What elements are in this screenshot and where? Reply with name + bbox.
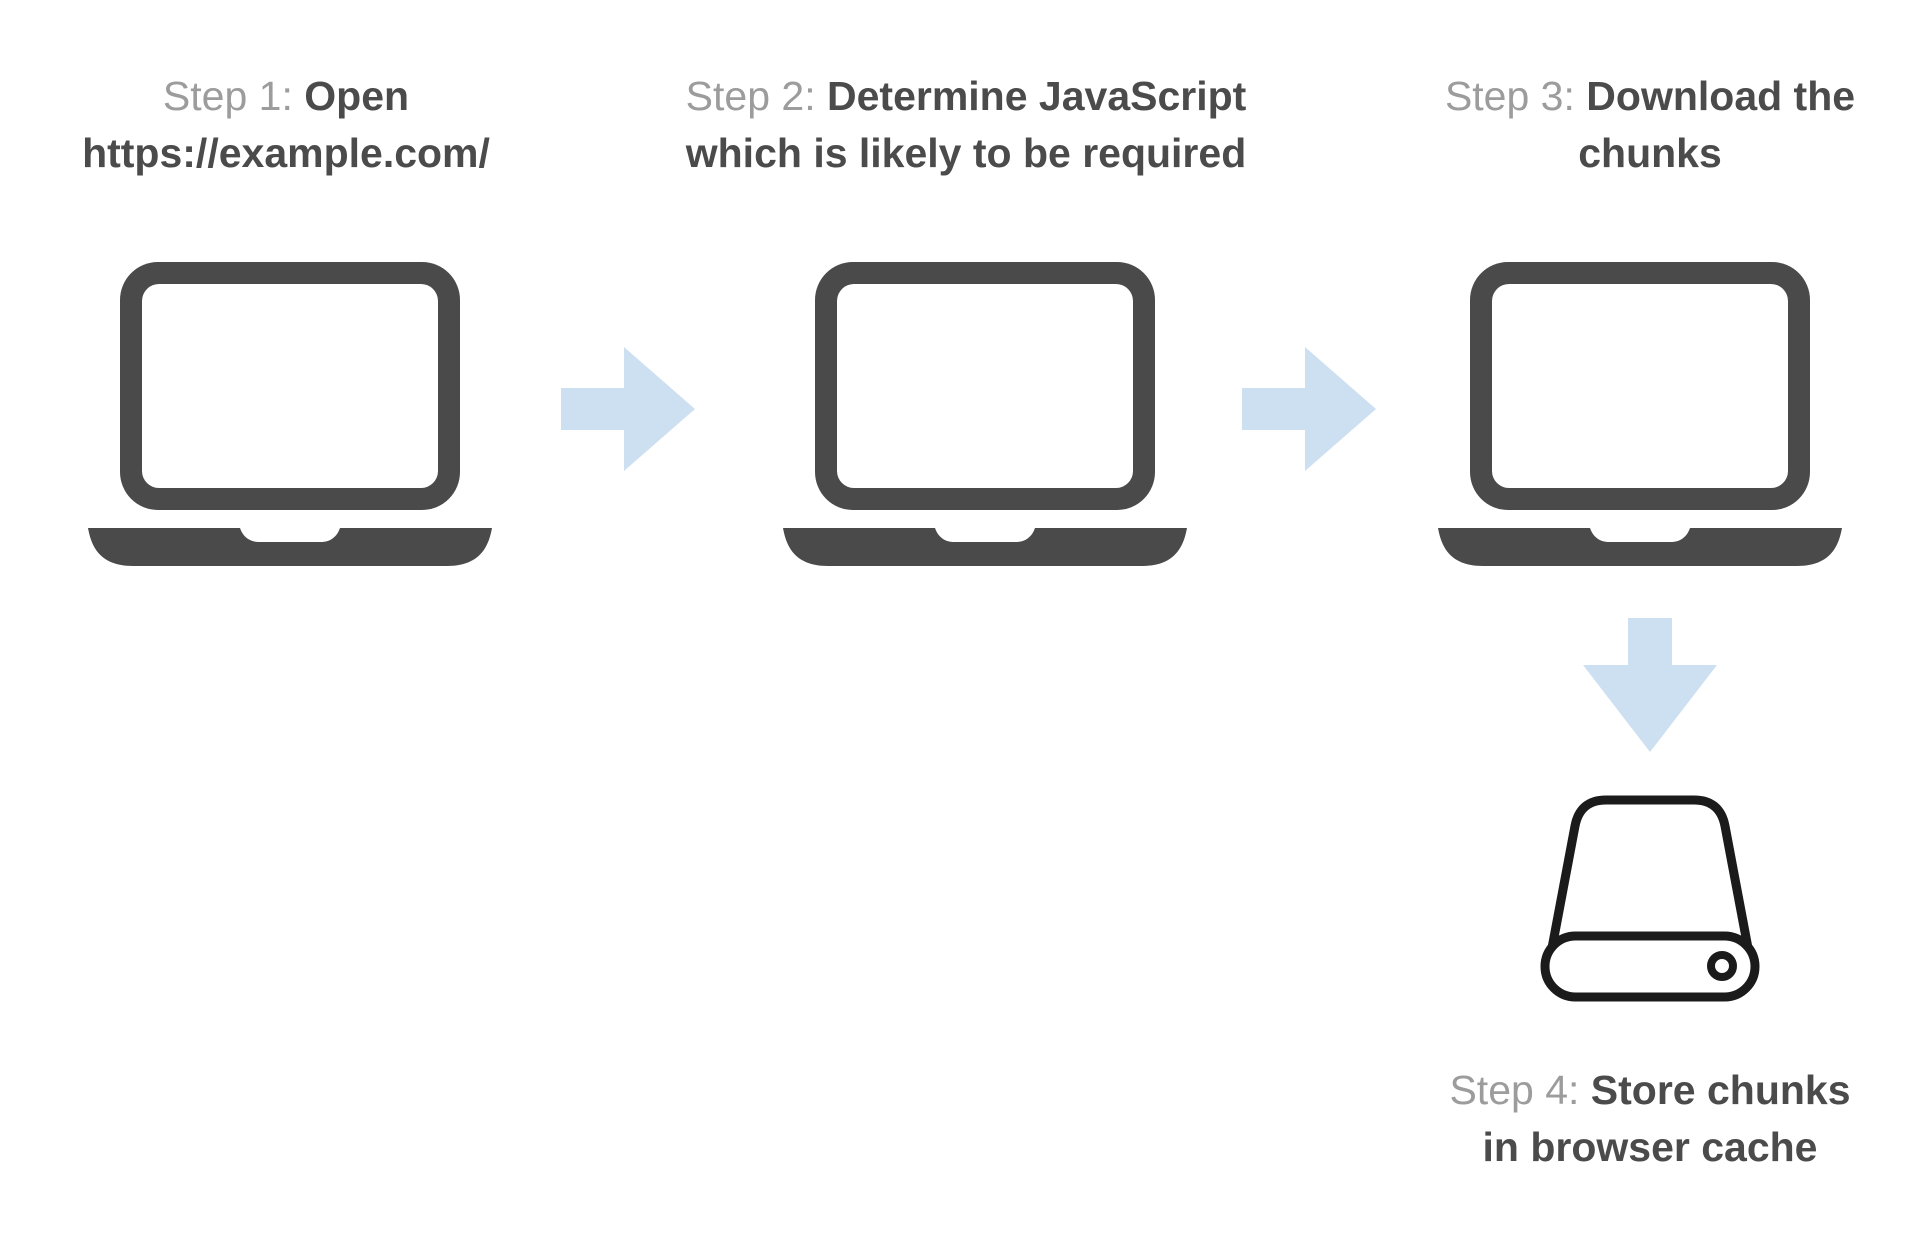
step-1-caption: Step 1: Open https://example.com/ bbox=[82, 68, 490, 182]
step-1-title-line2: https://example.com/ bbox=[82, 130, 490, 176]
step-1-title-line1: Open bbox=[304, 73, 410, 119]
arrow-right-icon bbox=[1242, 347, 1376, 471]
step-2-caption: Step 2: Determine JavaScript which is li… bbox=[686, 68, 1247, 182]
step-1-label: Step 1: bbox=[162, 73, 293, 119]
arrow-down-icon bbox=[1583, 618, 1717, 752]
step-3-title-line2: chunks bbox=[1578, 130, 1722, 176]
step-3-label: Step 3: bbox=[1444, 73, 1575, 119]
laptop-icon bbox=[1436, 262, 1844, 566]
step-4-title-line2: in browser cache bbox=[1482, 1124, 1818, 1170]
arrow-right-icon bbox=[561, 347, 695, 471]
step-4-caption: Step 4: Store chunks in browser cache bbox=[1449, 1062, 1850, 1176]
hard-drive-icon bbox=[1540, 790, 1760, 1002]
step-3-caption: Step 3: Download the chunks bbox=[1445, 68, 1855, 182]
laptop-icon bbox=[781, 262, 1189, 566]
step-4-title-line1: Store chunks bbox=[1590, 1067, 1851, 1113]
step-3-title-line1: Download the bbox=[1586, 73, 1856, 119]
step-4-label: Step 4: bbox=[1449, 1067, 1580, 1113]
step-2-title-line2: which is likely to be required bbox=[685, 130, 1247, 176]
step-2-label: Step 2: bbox=[685, 73, 816, 119]
step-2-title-line1: Determine JavaScript bbox=[827, 73, 1247, 119]
laptop-icon bbox=[86, 262, 494, 566]
